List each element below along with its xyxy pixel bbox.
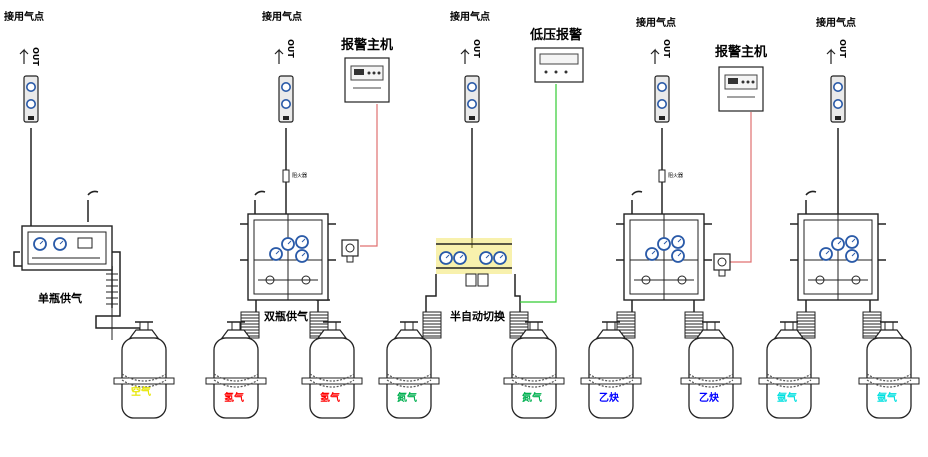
alarm-wire [360, 104, 378, 247]
outlet-terminal [654, 75, 670, 123]
semi-auto-switch-panel [436, 238, 512, 287]
outlet-label: OUT [837, 39, 847, 58]
use-point-label: 接用气点 [816, 18, 856, 29]
outlet-label: OUT [471, 39, 481, 58]
cylinder-gas-label: 乙炔 [699, 393, 719, 404]
flame-arrestor [658, 169, 666, 183]
flame-arrestor-label: 阻火器 [292, 173, 308, 179]
alarm-wire [730, 112, 752, 263]
outlet-terminal [464, 75, 480, 123]
alarm-host-label: 报警主机 [341, 38, 394, 53]
single-supply-panel [21, 225, 113, 271]
alarm-host-box [718, 66, 764, 112]
cylinder-gas-label: 氮气 [522, 393, 542, 404]
single-supply-coil [106, 270, 118, 340]
use-point-label: 接用气点 [636, 18, 676, 29]
system-label: 双瓶供气 [264, 310, 308, 323]
gas-cylinder [113, 321, 175, 419]
cylinder-gas-label: 氩气 [877, 393, 897, 404]
system-label: 单瓶供气 [38, 292, 82, 305]
piping [13, 128, 871, 340]
outlet-terminal [23, 75, 39, 123]
signal-wire [520, 84, 557, 303]
use-point-label: 接用气点 [4, 12, 44, 23]
flame-arrestor-label: 阻火器 [668, 173, 684, 179]
outlet-terminal [278, 75, 294, 123]
outlet-terminal [830, 75, 846, 123]
outlet-label: OUT [30, 47, 40, 66]
use-point-label: 接用气点 [262, 12, 302, 23]
alarm-host-label: 报警主机 [715, 45, 768, 60]
dual-supply-panel [790, 214, 886, 300]
alarm-host-box [344, 57, 390, 103]
outlet-arrows [19, 48, 836, 64]
dual-supply-panel [240, 214, 336, 300]
gas-detector [713, 253, 731, 277]
cylinder-gas-label: 氩气 [777, 393, 797, 404]
cylinder-gas-label: 氢气 [224, 393, 244, 404]
cylinder-gas-label: 乙炔 [599, 393, 619, 404]
outlet-label: OUT [285, 39, 295, 58]
low-pressure-alarm-label: 低压报警 [530, 28, 583, 43]
pigtail-coil [422, 311, 442, 339]
gas-detector [341, 239, 359, 263]
cylinder-gas-label: 空气 [131, 387, 151, 398]
low-pressure-alarm-box [534, 47, 584, 83]
cylinder-gas-label: 氮气 [397, 393, 417, 404]
cylinder-gas-label: 氢气 [320, 393, 340, 404]
use-point-label: 接用气点 [450, 12, 490, 23]
system-label: 半自动切换 [450, 310, 505, 323]
dual-supply-panel [616, 214, 712, 300]
outlet-label: OUT [661, 39, 671, 58]
flame-arrestor [282, 169, 290, 183]
